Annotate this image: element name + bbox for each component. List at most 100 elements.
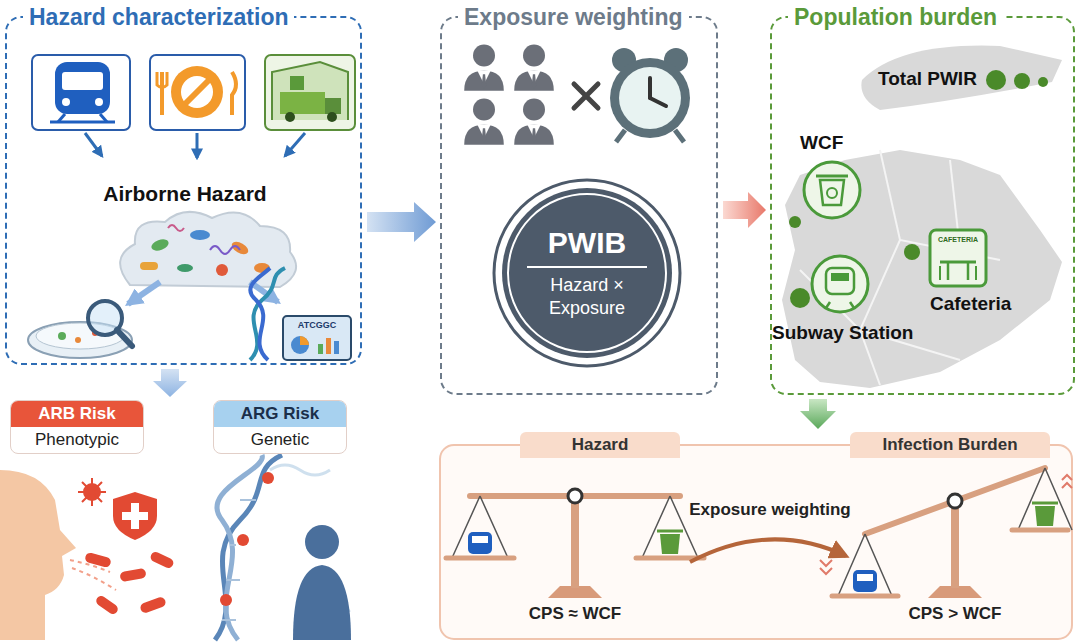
circle-outline <box>492 178 682 368</box>
clock-icon-part <box>616 130 625 142</box>
panel-tab: Infection Burden <box>850 432 1050 458</box>
sequencing-icon-part <box>283 316 351 360</box>
text-label: CPS > WCF <box>908 604 1001 624</box>
inhalation-illustration-part <box>119 568 146 582</box>
city-map-part <box>782 150 1062 388</box>
waste-facility-icon-part <box>285 112 295 122</box>
balance-right-part <box>838 468 1072 596</box>
gene-exposure-illustration-part <box>217 455 262 640</box>
airborne-cloud-part <box>177 264 193 272</box>
petri-dish-part <box>117 330 132 346</box>
balance-right <box>820 468 1072 598</box>
waste-facility-icon <box>265 55 355 130</box>
source-arrows <box>85 133 305 158</box>
cafeteria-icon-part <box>232 72 236 115</box>
population-icons-part <box>514 44 554 90</box>
text-label: CPS ≈ WCF <box>529 604 621 624</box>
inhalation-illustration-part <box>122 512 148 520</box>
body-text: Hazard × Exposure <box>535 274 640 320</box>
train-icon-part <box>62 72 103 90</box>
text-label: Total PWIR <box>878 68 977 90</box>
balance-right-part <box>1035 506 1055 526</box>
airborne-cloud-part <box>150 237 170 253</box>
inhalation-illustration-part <box>139 596 167 614</box>
times-symbol-part <box>574 84 598 108</box>
city-map-part <box>930 230 986 286</box>
sequencing-icon-part <box>300 336 309 345</box>
text-label: Cafeteria <box>930 293 1011 315</box>
gene-exposure-illustration-part <box>215 455 282 640</box>
sequencing-icon <box>250 268 351 360</box>
heading-text: PWIB <box>527 226 647 268</box>
city-map-part <box>986 70 1006 90</box>
gene-exposure-illustration-part <box>220 594 232 606</box>
clock-icon-part <box>619 67 681 129</box>
city-map-part <box>827 188 837 198</box>
heading-text: ARG Risk <box>214 401 346 427</box>
gene-exposure-illustration <box>215 455 351 640</box>
balance-left-part <box>571 494 579 588</box>
gene-exposure-illustration-part-part <box>240 499 256 501</box>
petri-dish <box>28 301 132 358</box>
airborne-cloud <box>120 212 296 287</box>
city-map-part <box>975 266 977 280</box>
city-map-part <box>861 46 1062 110</box>
heading-text: Exposure weighting <box>458 3 689 31</box>
text-label: Subway Station <box>772 322 913 344</box>
balance-left-part <box>468 532 492 554</box>
gene-exposure-illustration-part-part <box>222 619 236 621</box>
clock-icon-part <box>650 98 666 106</box>
clock-icon-part <box>648 78 652 98</box>
analysis-arrows-part <box>128 282 160 304</box>
gene-exposure-illustration-part-part <box>226 579 240 581</box>
city-map-part <box>800 150 1000 385</box>
waste-facility-icon-part <box>272 62 348 120</box>
waste-facility-icon-part <box>325 98 341 114</box>
text-label: CAFETERIA <box>938 236 978 244</box>
balance-left-part <box>452 496 698 558</box>
city-map-part <box>940 261 976 264</box>
circle-ring <box>508 194 666 352</box>
city-map-part <box>904 244 920 260</box>
gene-exposure-illustration-part <box>237 534 249 546</box>
cafeteria-icon <box>150 55 245 130</box>
balance-right-part <box>865 468 1045 534</box>
risk-box: ARG RiskGenetic <box>213 400 347 454</box>
circle-ring <box>502 188 672 358</box>
balance-left-part <box>446 556 514 561</box>
heading-text: Hazard <box>572 435 629 455</box>
inhalation-illustration-part <box>149 550 175 569</box>
block-arrow <box>800 399 836 429</box>
waste-facility-icon-part <box>327 112 337 122</box>
petri-dish-part <box>28 322 132 358</box>
clock-icon-part <box>675 130 684 142</box>
sequencing-icon-part <box>334 341 339 354</box>
balance-right-part <box>948 494 962 508</box>
inhalation-illustration-part <box>113 492 157 540</box>
inhalation-illustration-part <box>0 470 76 640</box>
city-map-part <box>947 262 950 280</box>
airborne-cloud-part <box>210 246 240 254</box>
panel-tab: Hazard <box>520 432 680 458</box>
balance-right-part <box>853 570 877 592</box>
city-map-part <box>804 162 860 218</box>
population-icons <box>464 44 554 144</box>
population-icons-part <box>514 98 554 144</box>
balance-right-part <box>857 574 873 581</box>
cafeteria-icon-part <box>150 55 245 130</box>
text-label: WCF <box>800 132 843 154</box>
train-icon-part <box>62 98 70 106</box>
train-icon-part <box>32 55 130 130</box>
train-icon-part <box>58 114 65 122</box>
times-symbol-part <box>574 84 598 108</box>
inhalation-illustration <box>0 470 175 640</box>
text-label: Airborne Hazard <box>103 182 266 206</box>
sequencing-icon-part <box>326 338 331 354</box>
source-arrows-part <box>285 133 305 156</box>
clock-icon-part <box>610 58 690 138</box>
city-map-part-part <box>860 240 900 385</box>
body-text: Phenotypic <box>11 427 143 453</box>
source-arrows-part <box>196 133 199 158</box>
balance-left-part <box>568 489 582 503</box>
city-map-part <box>850 302 854 308</box>
